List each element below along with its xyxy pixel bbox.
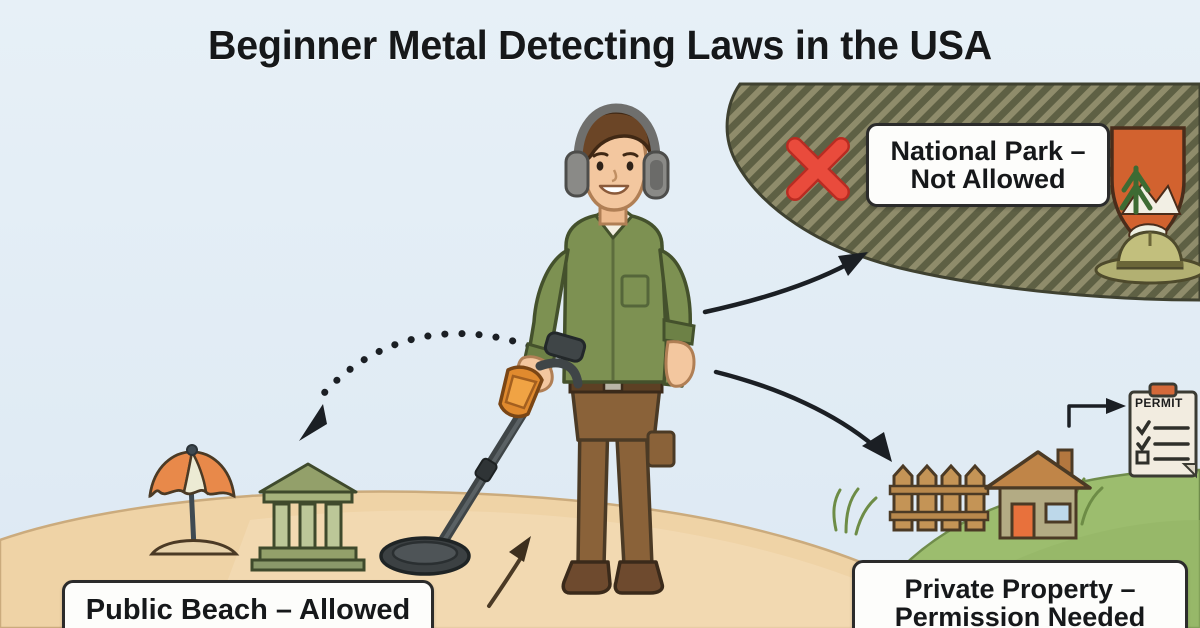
right-hand xyxy=(664,340,696,388)
arrow-to-detector-coil xyxy=(487,536,531,608)
callout-national-park-line1: National Park – xyxy=(890,135,1086,166)
arm-cuff xyxy=(543,331,587,363)
arrow-to-public-beach xyxy=(299,330,549,441)
right-boot xyxy=(613,560,665,595)
callout-national-park-line2: Not Allowed xyxy=(910,164,1066,194)
left-leg xyxy=(576,418,610,568)
page-title: Beginner Metal Detecting Laws in the USA xyxy=(207,22,993,68)
permit-clipboard xyxy=(1128,382,1198,479)
nose xyxy=(611,169,618,183)
control-box-face xyxy=(504,374,538,410)
pants-hips xyxy=(570,384,662,442)
public-building xyxy=(250,462,366,572)
search-coil-inner xyxy=(391,540,459,566)
shirt-pocket xyxy=(620,274,650,308)
permit-label: PERMIT xyxy=(1135,396,1183,410)
right-sleeve-cuff xyxy=(662,318,696,346)
left-boot xyxy=(561,560,612,595)
face-features xyxy=(596,161,634,171)
callout-national-park: National Park – Not Allowed xyxy=(866,123,1110,207)
cargo-pocket xyxy=(646,430,676,468)
house-window xyxy=(1044,502,1072,524)
ranger-hat xyxy=(1094,230,1200,285)
red-x-icon xyxy=(786,137,850,201)
callout-private-property: Private Property – Permission Needed xyxy=(852,560,1188,628)
arrow-to-private-property xyxy=(713,369,892,462)
metal-detector xyxy=(379,331,587,576)
callout-public-beach: Public Beach – Allowed xyxy=(62,580,434,628)
mouth xyxy=(598,184,630,195)
beach-umbrella xyxy=(148,444,240,556)
picket-fence xyxy=(888,463,990,532)
callout-private-property-line2: Permission Needed xyxy=(894,602,1146,628)
headphones xyxy=(564,103,670,200)
arrow-to-national-park xyxy=(702,252,868,315)
house-door xyxy=(1010,502,1036,540)
badge-tree xyxy=(1119,165,1153,215)
shaft-collar xyxy=(474,457,498,483)
detector-handle xyxy=(535,358,583,389)
house xyxy=(984,448,1092,540)
callout-public-beach-line1: Public Beach – Allowed xyxy=(85,593,411,626)
metal-detectorist xyxy=(516,103,696,595)
arrow-to-permit xyxy=(1067,398,1126,428)
callout-private-property-line1: Private Property – xyxy=(904,573,1136,604)
